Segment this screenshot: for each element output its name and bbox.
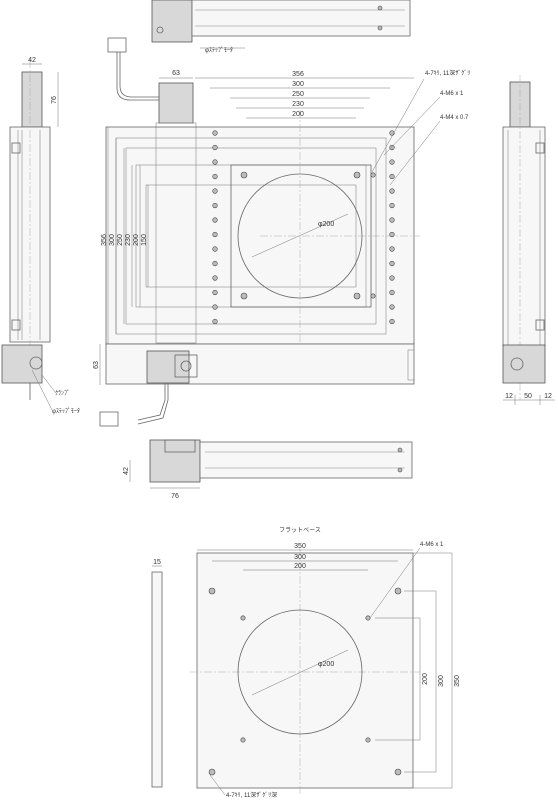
dim-v-150: 150 <box>141 234 148 246</box>
mounting-hole <box>212 275 218 281</box>
mounting-hole <box>212 304 218 310</box>
top-callout-lines <box>371 78 441 186</box>
callout-m4: 4-M4 x 0.7 <box>440 115 469 121</box>
mounting-hole <box>212 202 218 209</box>
mounting-hole <box>212 318 218 325</box>
flat-dim-h-350: 350 <box>294 543 306 550</box>
flat-dim-v-350: 350 <box>454 675 461 687</box>
top-horizontal-dims <box>159 77 414 119</box>
top-stepper-label: φｽﾃｯﾌﾟﾓｰﾀ <box>205 47 233 54</box>
clamp-label: ｸﾗﾝﾌﾟ <box>55 390 70 397</box>
mounting-hole <box>389 231 395 238</box>
mounting-hole <box>389 275 395 281</box>
flat-base-title: フラットベース <box>279 527 321 534</box>
mounting-hole <box>212 217 218 223</box>
mounting-hole <box>389 260 395 267</box>
right-dim-12b: 12 <box>544 393 552 400</box>
left-dim-76: 76 <box>51 96 58 104</box>
mounting-hole <box>389 173 395 180</box>
top-circle-label: φ200 <box>318 221 334 228</box>
mounting-hole <box>389 188 395 194</box>
dim-h-300: 300 <box>292 81 304 88</box>
flat-base-plan <box>190 547 453 796</box>
flat-base-circle <box>237 609 363 735</box>
flat-callout-m6: 4-M6 x 1 <box>420 542 444 548</box>
left-dim-42: 42 <box>28 57 36 64</box>
mounting-hole <box>212 173 218 180</box>
mounting-hole <box>212 231 218 238</box>
top-cable <box>107 37 165 101</box>
mounting-hole <box>212 159 218 165</box>
flat-base-side <box>151 565 163 788</box>
mounting-hole <box>212 188 218 194</box>
dim-v-250: 250 <box>117 234 124 246</box>
dim-v-200: 200 <box>133 234 140 246</box>
top-view-lower-motor <box>99 343 415 427</box>
bottom-dim-76: 76 <box>171 493 179 500</box>
left-stepper-label: φｽﾃｯﾌﾟﾓｰﾀ <box>52 408 80 415</box>
mounting-hole <box>212 130 218 136</box>
mounting-hole <box>389 159 395 165</box>
dim-v-230: 230 <box>125 234 132 246</box>
flat-circle-label: φ200 <box>318 661 334 668</box>
dim-h-200: 200 <box>292 111 304 118</box>
mounting-hole <box>212 289 218 296</box>
right-dim-50: 50 <box>524 393 532 400</box>
flat-dim-h-300: 300 <box>294 554 306 561</box>
mounting-hole <box>212 144 218 151</box>
dim-h-250: 250 <box>292 91 304 98</box>
bottom-front-view <box>129 439 413 489</box>
right-hole-column <box>389 130 395 325</box>
mounting-hole <box>389 304 395 310</box>
mounting-hole <box>389 217 395 223</box>
left-side-view <box>1 60 59 411</box>
dim-motor-63: 63 <box>172 70 180 77</box>
top-vertical-dims <box>99 127 149 385</box>
mounting-hole <box>389 202 395 209</box>
flat-dim-v-200: 200 <box>422 673 429 685</box>
dim-h-356: 356 <box>292 71 304 78</box>
mounting-hole <box>212 260 218 267</box>
dim-v-356: 356 <box>101 234 108 246</box>
mounting-hole <box>389 318 395 325</box>
top-motor-assembly <box>151 0 411 49</box>
flat-base-dim-15: 15 <box>153 559 161 566</box>
top-view-stage <box>105 82 420 345</box>
mounting-hole <box>212 246 218 252</box>
right-dim-12a: 12 <box>505 393 513 400</box>
dim-v-300: 300 <box>109 234 116 246</box>
callout-m6: 4-M6 x 1 <box>440 91 464 97</box>
dim-h-230: 230 <box>292 101 304 108</box>
right-side-view <box>502 75 555 405</box>
flat-callout-counterbore: 4-7ｷﾘ, 11深ｻﾞｸﾞﾘ深 <box>226 791 277 799</box>
mounting-hole <box>389 289 395 296</box>
callout-counterbore: 4-7ｷﾘ, 11深ｻﾞｸﾞﾘ <box>425 69 470 77</box>
dim-v-63: 63 <box>93 361 100 369</box>
mounting-hole <box>389 246 395 252</box>
left-hole-column <box>212 130 218 325</box>
bottom-dim-42: 42 <box>123 467 130 475</box>
mounting-hole <box>389 144 395 151</box>
flat-dim-v-300: 300 <box>438 675 445 687</box>
flat-dim-h-200: 200 <box>294 563 306 570</box>
